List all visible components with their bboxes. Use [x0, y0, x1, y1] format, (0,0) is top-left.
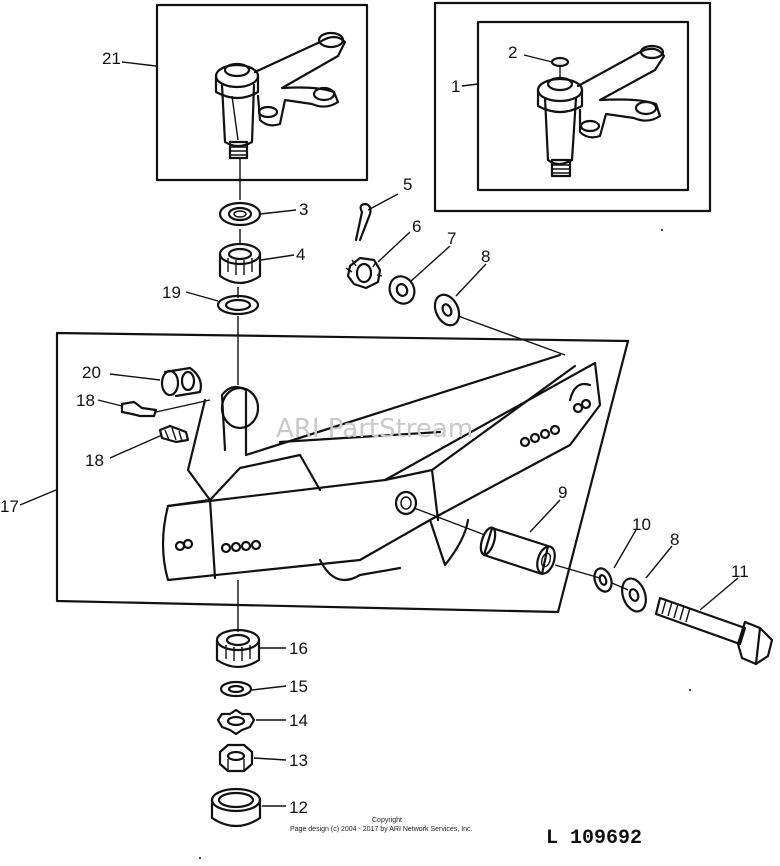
callout-17: 17 [0, 497, 19, 516]
watermark: ARI PartStream [276, 414, 473, 444]
front-axle-17 [161, 353, 602, 582]
cotter-pin-5 [354, 202, 372, 242]
spindle-21 [214, 31, 347, 160]
callout-19: 19 [162, 283, 181, 302]
callout-9: 9 [558, 483, 567, 502]
callout-21: 21 [102, 49, 121, 68]
grease-fitting-2 [550, 56, 570, 68]
callout-4: 4 [296, 245, 305, 264]
spindle-box-right [433, 1, 712, 213]
washer-8-lower [621, 577, 647, 613]
grease-fitting-18-lower [158, 424, 190, 444]
axle-holes-right [519, 398, 592, 448]
callout-labels: 21 2 1 5 3 6 7 4 8 19 20 18 18 17 9 10 8… [0, 43, 749, 817]
callout-7: 7 [447, 229, 456, 248]
bushing-9 [479, 526, 556, 576]
washer-10 [593, 567, 613, 593]
nut-13 [218, 743, 254, 773]
copyright-line-2: Page design (c) 2004 - 2017 by ARI Netwo… [290, 826, 473, 833]
leader-lines [19, 54, 739, 807]
callout-14: 14 [289, 711, 308, 730]
lock-washer-14 [216, 708, 256, 736]
callout-3: 3 [299, 200, 308, 219]
washer-7 [388, 275, 416, 305]
spindle-box-left [155, 3, 369, 182]
axle-holes-left [174, 538, 262, 554]
axle-box [55, 331, 630, 614]
bolt-11 [654, 596, 774, 666]
callout-18-upper: 18 [76, 391, 95, 410]
callout-11: 11 [731, 562, 749, 581]
drawing-number: L 109692 [546, 827, 642, 850]
bushing-20 [160, 366, 202, 398]
stray-dots [199, 229, 691, 859]
callout-15: 15 [289, 677, 308, 696]
bearing-16 [215, 628, 261, 669]
callout-12: 12 [289, 798, 308, 817]
copyright-line-1: Copyright [372, 817, 402, 824]
bearing-cone-3 [218, 201, 262, 227]
callout-13: 13 [289, 751, 308, 770]
callout-1: 1 [451, 77, 460, 96]
callout-18-lower: 18 [85, 451, 104, 470]
callout-10: 10 [632, 515, 651, 534]
callout-2: 2 [508, 43, 517, 62]
callout-5: 5 [403, 175, 412, 194]
bearing-4 [218, 242, 262, 285]
castle-nut-6 [345, 256, 383, 290]
washer-8-upper [433, 293, 461, 327]
washer-15 [219, 680, 253, 698]
callout-8-lower: 8 [670, 530, 679, 549]
callout-20: 20 [82, 363, 101, 382]
callout-6: 6 [412, 217, 421, 236]
spindle-1 [536, 44, 666, 178]
cap-12 [210, 787, 262, 828]
callout-16: 16 [289, 639, 308, 658]
callout-8-upper: 8 [481, 247, 490, 266]
seal-19 [216, 294, 260, 316]
grease-fitting-18-upper [120, 399, 211, 418]
